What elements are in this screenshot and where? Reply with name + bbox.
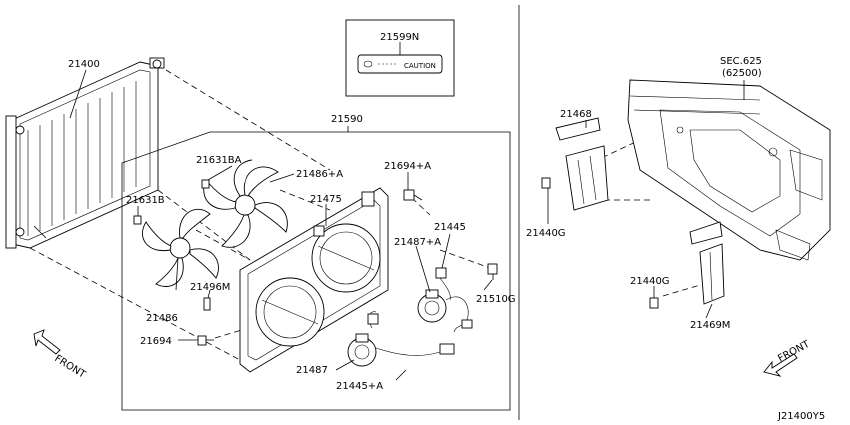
- clip-21631b: [133, 215, 142, 225]
- fan-motor-upper: [417, 289, 473, 333]
- bolt-21694a: [403, 189, 423, 201]
- label-sec625: SEC.625: [720, 56, 762, 67]
- label-21486a: 21486+A: [296, 169, 343, 180]
- label-21487a: 21487+A: [394, 237, 441, 248]
- label-21486: 21486: [146, 313, 178, 324]
- clip-21631ba: [201, 179, 210, 189]
- label-21440g-upper: 21440G: [526, 228, 566, 239]
- bolt-21510g: [487, 263, 498, 280]
- label-21631ba: 21631BA: [196, 155, 242, 166]
- harness-21445: [435, 267, 451, 301]
- label-21496m: 21496M: [190, 282, 230, 293]
- label-21468: 21468: [560, 109, 592, 120]
- label-21694a: 21694+A: [384, 161, 431, 172]
- front-label-left: FRONT: [52, 353, 88, 381]
- caution-label-illustration: [345, 19, 455, 97]
- air-guide-21468: [555, 117, 609, 211]
- fan-assembly-box: [121, 126, 511, 411]
- diagram-id: J21400Y5: [777, 411, 825, 422]
- front-label-right: FRONT: [776, 338, 812, 364]
- label-21440g-lower: 21440G: [630, 276, 670, 287]
- bolt-21694: [197, 335, 214, 346]
- radiator-illustration: [5, 57, 165, 249]
- radiator-core-support: [627, 79, 831, 261]
- clip-21440g-lower: [649, 297, 659, 309]
- air-guide-21469m: [689, 221, 725, 305]
- clip-21496m: [203, 297, 211, 311]
- fan-motor-lower: [347, 311, 455, 367]
- label-21599n: 21599N: [380, 32, 419, 43]
- label-21590: 21590: [331, 114, 363, 125]
- label-21487: 21487: [296, 365, 328, 376]
- clip-21440g-upper: [541, 177, 551, 189]
- fan-blade-lower: [141, 208, 219, 287]
- label-21445: 21445: [434, 222, 466, 233]
- leader-lines: [29, 69, 701, 361]
- front-arrow-left-icon: [33, 329, 61, 355]
- label-21694: 21694: [140, 336, 172, 347]
- label-21445a: 21445+A: [336, 381, 383, 392]
- fan-blade-upper: [203, 159, 288, 248]
- fan-shroud: [239, 187, 389, 373]
- label-21510g: 21510G: [476, 294, 516, 305]
- label-21475: 21475: [310, 194, 342, 205]
- label-caution: CAUTION: [404, 62, 436, 70]
- label-21469m: 21469M: [690, 320, 730, 331]
- label-leaders: [69, 42, 745, 381]
- label-21400: 21400: [68, 59, 100, 70]
- label-sec625-sub: (62500): [722, 68, 762, 79]
- front-arrow-right-icon: [763, 353, 798, 377]
- label-21631b: 21631B: [126, 195, 165, 206]
